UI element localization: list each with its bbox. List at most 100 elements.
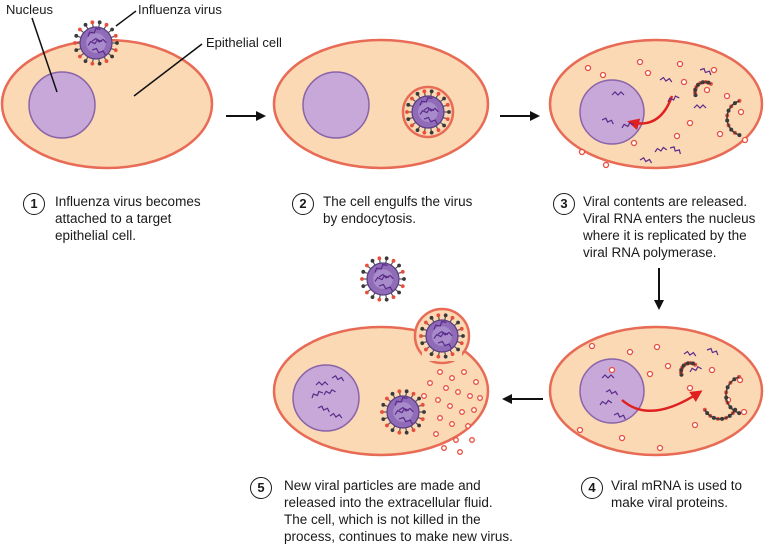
viral-protein — [676, 60, 684, 68]
viral-rna — [601, 374, 615, 379]
viral-rna — [433, 320, 447, 330]
viral-rna — [611, 91, 625, 96]
viral-rna — [394, 396, 408, 406]
influenza-virus-label: Influenza virus — [138, 2, 222, 17]
viral-protein — [576, 426, 584, 434]
viral-rna — [669, 146, 681, 155]
viral-protein — [703, 86, 711, 94]
nucleus-1 — [28, 71, 96, 139]
nucleus-4 — [579, 358, 645, 424]
viral-rna — [639, 157, 653, 164]
viral-rna — [394, 407, 410, 415]
viral-protein — [435, 397, 441, 403]
viral-protein — [477, 395, 483, 401]
influenza-virus-leader — [115, 10, 137, 27]
viral-protein — [457, 449, 463, 455]
viral-protein — [584, 64, 592, 72]
viral-protein — [686, 119, 694, 127]
viral-protein — [646, 370, 654, 378]
viral-protein — [449, 375, 455, 381]
viral-rna — [331, 375, 345, 382]
viral-protein — [599, 71, 607, 79]
attached-virus — [73, 20, 119, 66]
cell-5 — [272, 307, 490, 457]
nucleus-3 — [579, 79, 645, 145]
viral-protein — [741, 136, 749, 144]
nucleus-leader — [31, 17, 58, 93]
step-4-number: 4 — [581, 477, 603, 499]
viral-protein — [737, 108, 745, 116]
viral-protein — [447, 403, 453, 409]
viral-protein — [441, 445, 447, 451]
viral-protein — [691, 421, 699, 429]
viral-protein — [723, 92, 731, 100]
viral-rna — [311, 390, 324, 399]
viral-protein — [437, 415, 443, 421]
viral-rna — [398, 406, 414, 413]
step-2-number: 2 — [292, 193, 314, 215]
epithelial-cell-label: Epithelial cell — [206, 35, 282, 50]
viral-protein — [473, 379, 479, 385]
viral-rna — [659, 76, 673, 83]
viral-protein — [461, 369, 467, 375]
viral-protein — [656, 444, 664, 452]
viral-rna — [91, 47, 106, 56]
epithelial-cell-4 — [548, 325, 764, 457]
viral-protein — [664, 362, 672, 370]
viral-protein — [626, 348, 634, 356]
viral-rna — [693, 104, 707, 109]
viral-protein — [680, 78, 688, 86]
viral-rna — [398, 416, 413, 425]
viral-contents-4 — [576, 342, 748, 452]
step-1-number: 1 — [23, 193, 45, 215]
nucleus-label: Nucleus — [6, 2, 53, 17]
mrna-export-arrow — [621, 390, 703, 412]
viral-protein — [467, 393, 473, 399]
viral-rna — [329, 412, 343, 419]
viral-protein — [443, 385, 449, 391]
viral-rna — [601, 117, 614, 125]
viral-rna — [654, 146, 668, 153]
viral-protein — [686, 384, 694, 392]
viral-protein — [471, 407, 477, 413]
viral-rna — [613, 412, 626, 420]
viral-protein — [608, 366, 616, 374]
viral-protein — [602, 161, 610, 169]
viral-rna — [87, 27, 101, 37]
viral-protein — [427, 380, 433, 386]
viral-rna — [419, 96, 433, 106]
viral-contents-3 — [578, 58, 749, 169]
viral-protein — [710, 66, 718, 74]
viral-rna — [699, 67, 712, 76]
viral-rna — [433, 331, 449, 339]
cell-4 — [548, 325, 764, 457]
viral-rna — [706, 347, 719, 356]
viral-rna — [689, 365, 702, 373]
cell-3 — [548, 38, 764, 170]
viral-protein — [469, 437, 475, 443]
step-3-number: 3 — [553, 193, 575, 215]
viral-protein — [465, 423, 471, 429]
viral-rna — [378, 283, 393, 292]
released-virus — [360, 256, 406, 302]
viral-protein — [453, 437, 459, 443]
viral-rna — [599, 399, 613, 406]
viral-protein — [653, 343, 661, 351]
viral-protein — [644, 69, 652, 77]
viral-rna — [323, 388, 336, 396]
cell-2 — [272, 38, 490, 170]
viral-protein — [588, 342, 596, 350]
rna-import-arrow — [627, 95, 674, 131]
viral-protein — [630, 139, 638, 147]
viral-rna — [378, 273, 394, 280]
cell-1 — [0, 20, 214, 170]
viral-protein — [636, 58, 644, 66]
viral-rna — [621, 121, 634, 129]
viral-contents-5 — [311, 313, 483, 455]
nucleus-2 — [302, 71, 370, 139]
viral-rna — [419, 107, 435, 115]
viral-protein — [708, 366, 716, 374]
viral-rna — [374, 263, 388, 273]
